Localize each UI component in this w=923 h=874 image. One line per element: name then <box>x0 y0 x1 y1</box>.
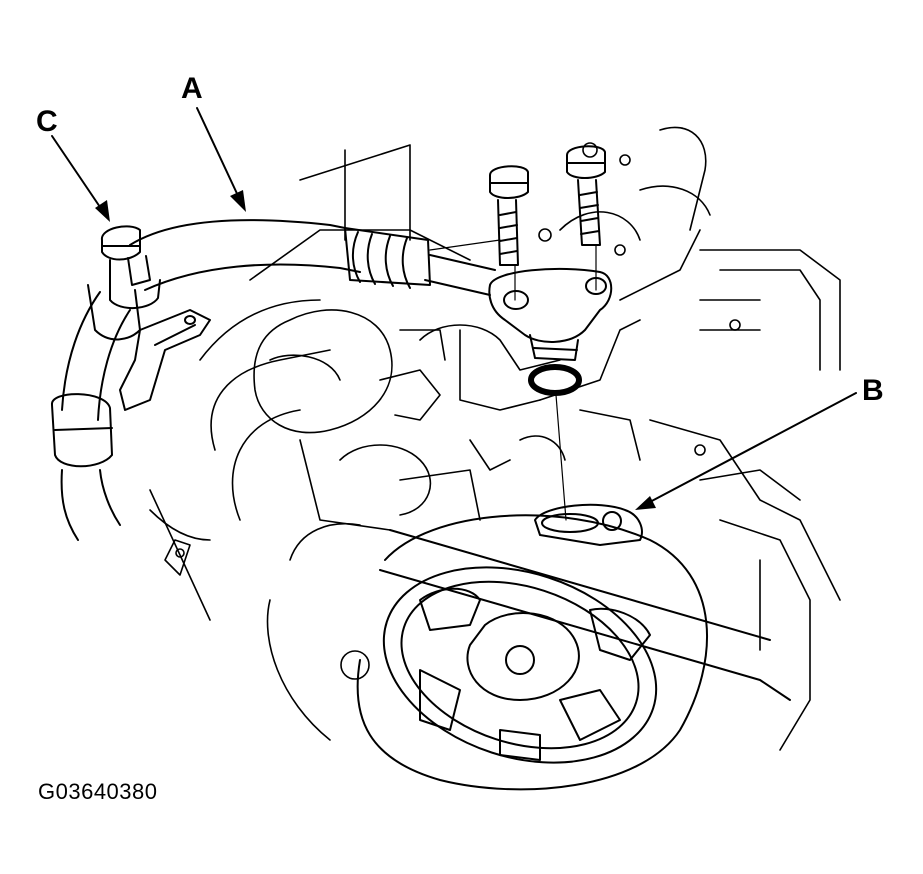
return-hose <box>51 284 141 541</box>
callout-a: A <box>181 72 203 105</box>
power-steering-pulley <box>356 514 791 791</box>
union-bolt <box>101 225 161 309</box>
hose-clamp-bracket <box>119 309 211 411</box>
hose-flange <box>488 267 613 361</box>
mounting-bolt-right <box>566 145 606 246</box>
feed-hose <box>129 219 496 296</box>
callout-c: C <box>36 105 58 138</box>
o-ring <box>528 364 582 396</box>
callout-leaders <box>51 107 857 504</box>
callout-b: B <box>862 374 884 407</box>
engine-block-outline <box>149 126 841 751</box>
figure-id: G03640380 <box>38 779 158 804</box>
callout-arrowheads <box>95 190 656 510</box>
pump-inlet-port <box>534 503 643 546</box>
mounting-bolt-left <box>489 165 529 266</box>
alignment-lines <box>429 239 597 521</box>
